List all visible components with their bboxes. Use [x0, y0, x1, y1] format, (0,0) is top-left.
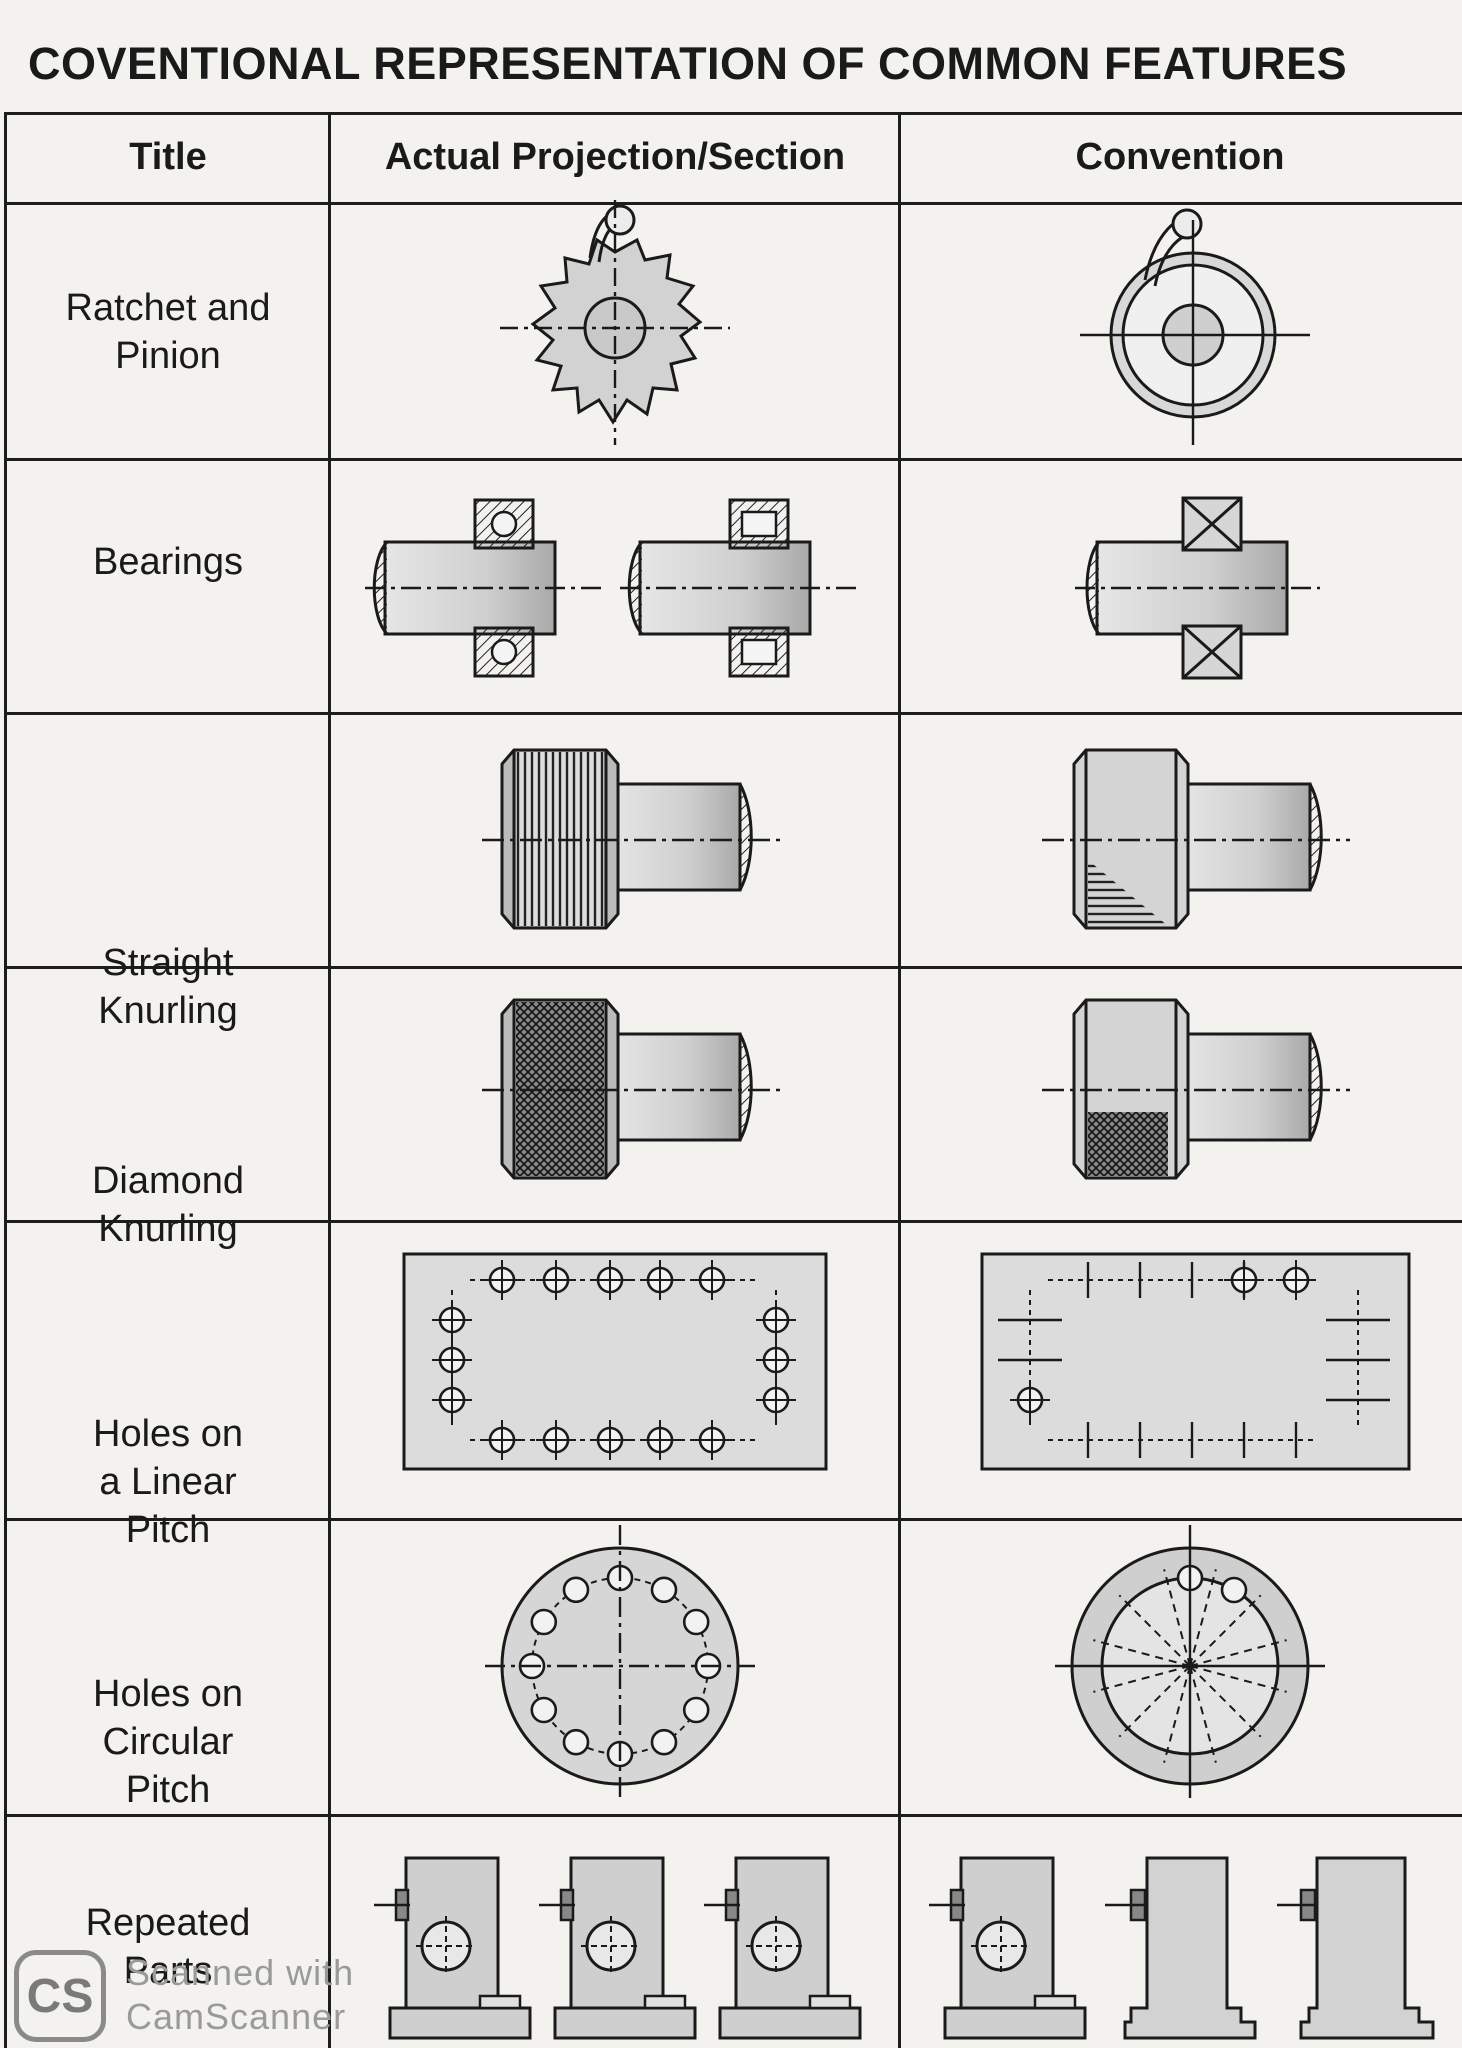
- column-divider: [328, 112, 331, 2048]
- repeated-parts-convention-figure: [925, 1850, 1445, 2048]
- diamond-knurling-actual-figure: [480, 992, 790, 1192]
- watermark-line-2: CamScanner: [126, 1996, 347, 2037]
- table-rule: [4, 1220, 1462, 1223]
- diamond-knurling-convention-figure: [1040, 992, 1360, 1192]
- camscanner-watermark: CS Scanned with CamScanner: [10, 1942, 370, 2042]
- table-rule: [4, 202, 1462, 205]
- table-rule: [4, 458, 1462, 461]
- circular-pitch-actual-figure: [480, 1520, 760, 1800]
- features-table: Title Actual Projection/Section Conventi…: [4, 112, 1462, 2048]
- header-actual: Actual Projection/Section: [384, 135, 846, 178]
- header-convention: Convention: [1075, 135, 1285, 178]
- circular-pitch-convention-figure: [1050, 1520, 1330, 1800]
- linear-pitch-actual-figure: [400, 1250, 830, 1475]
- ratchet-convention-figure: [1075, 200, 1315, 450]
- ratchet-actual-figure: [495, 200, 735, 450]
- straight-knurling-convention-figure: [1040, 742, 1360, 942]
- row-title-bearings: Bearings: [93, 541, 243, 583]
- table-rule: [4, 712, 1462, 715]
- bearings-actual-figure: [365, 490, 875, 690]
- camscanner-logo: CS: [14, 1950, 106, 2042]
- table-rule: [4, 1814, 1462, 1817]
- page-title: COVENTIONAL REPRESENTATION OF COMMON FEA…: [28, 38, 1348, 89]
- straight-knurling-actual-figure: [480, 742, 790, 942]
- header-title: Title: [129, 135, 207, 178]
- table-rule: [4, 1518, 1462, 1521]
- bearings-convention-figure: [1075, 490, 1325, 690]
- table-border-left: [4, 112, 7, 2048]
- watermark-line-1: Scanned with: [126, 1952, 355, 1993]
- repeated-parts-actual-figure: [370, 1850, 890, 2048]
- table-rule: [4, 966, 1462, 969]
- linear-pitch-convention-figure: [978, 1250, 1413, 1475]
- column-divider: [898, 112, 901, 2048]
- table-border-top: [4, 112, 1462, 115]
